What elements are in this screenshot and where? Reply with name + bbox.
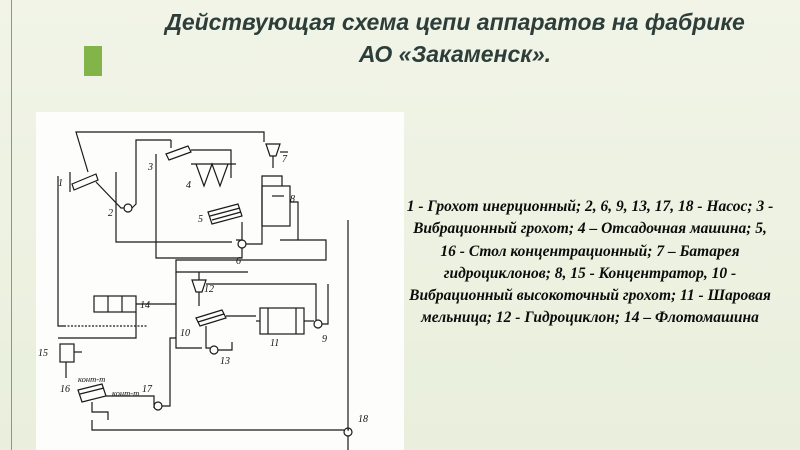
table-5 bbox=[207, 203, 243, 225]
label-4: 4 bbox=[186, 180, 191, 191]
label-1: 1 bbox=[58, 178, 63, 189]
label-kont-2: конт-т bbox=[112, 388, 139, 398]
slide-title: Действующая схема цепи аппаратов на фабр… bbox=[110, 6, 800, 70]
screen-3 bbox=[165, 145, 192, 161]
pump-17 bbox=[153, 401, 163, 411]
jig-4 bbox=[195, 162, 229, 188]
concentrator-8 bbox=[261, 185, 291, 227]
screen-1 bbox=[71, 173, 99, 191]
left-rule bbox=[11, 0, 12, 450]
flowsheet-svg: 1 2 3 4 5 6 7 8 9 10 11 12 13 14 15 16 1… bbox=[38, 131, 368, 450]
legend-text: 1 - Грохот инерционный; 2, 6, 9, 13, 17,… bbox=[406, 198, 774, 327]
label-11: 11 bbox=[270, 338, 279, 349]
hydrocyclone-7 bbox=[265, 143, 281, 157]
mill-11 bbox=[259, 307, 305, 335]
label-14: 14 bbox=[140, 300, 150, 311]
title-line-1: Действующая схема цепи аппаратов на фабр… bbox=[165, 9, 745, 35]
label-5: 5 bbox=[198, 214, 203, 225]
label-15: 15 bbox=[38, 348, 48, 359]
pump-13 bbox=[209, 345, 219, 355]
flotation-14 bbox=[93, 295, 137, 313]
label-3: 3 bbox=[147, 162, 153, 173]
label-9: 9 bbox=[322, 334, 327, 345]
label-13: 13 bbox=[220, 356, 230, 367]
label-7: 7 bbox=[282, 154, 288, 165]
label-8: 8 bbox=[290, 194, 295, 205]
concentrator-15 bbox=[59, 343, 75, 363]
flowsheet-diagram: 1 2 3 4 5 6 7 8 9 10 11 12 13 14 15 16 1… bbox=[36, 112, 404, 450]
label-16: 16 bbox=[60, 384, 70, 395]
title-line-2: АО «Закаменск». bbox=[358, 41, 552, 67]
label-17: 17 bbox=[142, 384, 153, 395]
label-18: 18 bbox=[358, 414, 368, 425]
pump-6 bbox=[237, 239, 247, 249]
label-kont-1: конт-т bbox=[78, 374, 105, 384]
screen-10 bbox=[195, 309, 227, 327]
label-6: 6 bbox=[236, 256, 241, 267]
hydrocyclone-12 bbox=[191, 279, 207, 293]
pump-2 bbox=[123, 203, 133, 213]
label-12: 12 bbox=[204, 284, 214, 295]
label-10: 10 bbox=[180, 328, 190, 339]
pump-9 bbox=[313, 319, 323, 329]
pipe-top-loop bbox=[75, 131, 265, 173]
label-2: 2 bbox=[108, 208, 113, 219]
accent-marker bbox=[84, 46, 102, 76]
